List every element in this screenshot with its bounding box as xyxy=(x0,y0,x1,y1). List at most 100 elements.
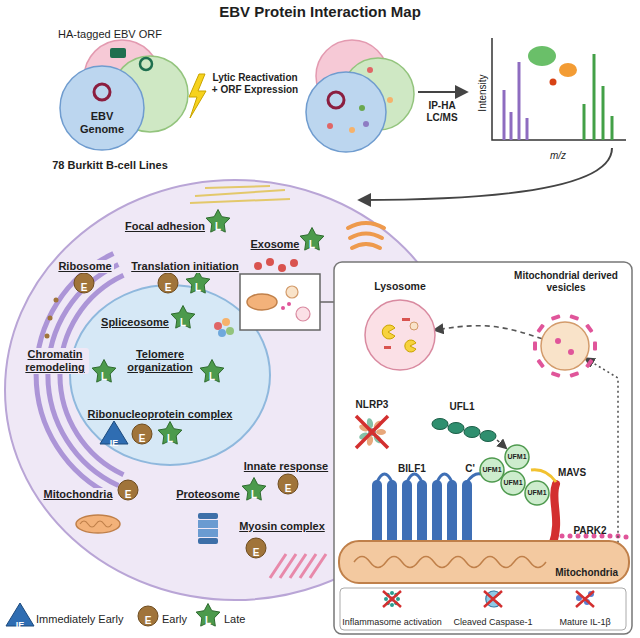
spectrum-peak xyxy=(593,54,596,140)
flow-arrow xyxy=(360,148,612,200)
label-slot: L xyxy=(90,366,118,384)
node-outline xyxy=(365,300,435,370)
tm-helix xyxy=(402,480,412,546)
organelle-heading: Lysosome xyxy=(374,280,426,293)
phase-letter: L xyxy=(167,433,173,445)
ufl1-domain xyxy=(432,419,448,430)
annotation-label: Lytic Reactivation + ORF Expression xyxy=(210,72,300,96)
modifier-label: UFM1 xyxy=(503,479,522,487)
modifier-circle: UFM1 xyxy=(480,458,504,482)
organelle-body: Mitochondria xyxy=(338,540,630,584)
cargo-vesicle xyxy=(410,322,418,330)
outcome-label: Inflammasome activation xyxy=(342,617,442,628)
label-slot: IP-HA LC/MS xyxy=(417,100,467,125)
ufl1-domain xyxy=(480,431,496,442)
phase-letter: E xyxy=(145,615,152,627)
label-slot: IE xyxy=(6,614,34,632)
phase-badge xyxy=(242,478,266,501)
label-slot: Lytic Reactivation + ORF Expression xyxy=(210,72,300,97)
phase-letter: L xyxy=(251,489,257,501)
genome-loop xyxy=(94,84,110,100)
label-slot: E xyxy=(70,277,98,295)
category-label: Ribosome xyxy=(56,260,113,273)
phase-letter: L xyxy=(195,282,201,294)
category-label: Myosin complex xyxy=(237,520,327,533)
protein-label: UFL1 xyxy=(450,401,475,413)
mavs-card xyxy=(531,470,556,482)
connector xyxy=(586,358,618,542)
transfer-arrow xyxy=(497,440,506,448)
modifier-circle: UFM1 xyxy=(505,445,529,469)
process-arrow xyxy=(418,91,466,93)
protein-dot xyxy=(363,121,369,127)
late-star xyxy=(186,271,210,294)
modifier-label: UFM1 xyxy=(527,489,546,497)
terminus-label: C' xyxy=(465,463,475,475)
vesicle-cargo xyxy=(569,371,579,378)
label-slot: NLRP3 xyxy=(342,394,402,412)
ribosome-dot xyxy=(48,316,53,321)
modifier-circle: UFM1 xyxy=(501,471,525,495)
exosome-dot xyxy=(266,258,274,266)
exosome-dot xyxy=(278,264,286,272)
prey-protein xyxy=(559,63,577,77)
label-slot: Exosome xyxy=(235,234,315,252)
helix-loop xyxy=(377,474,481,482)
phase-letter: IE xyxy=(16,620,25,631)
protein-dot xyxy=(359,105,365,111)
vesicle-cargo xyxy=(551,371,561,378)
spectrum-peak xyxy=(518,62,521,140)
vesicle-dot xyxy=(281,306,285,310)
late-star xyxy=(158,422,182,445)
node-outline xyxy=(480,458,504,482)
legend-text: Early xyxy=(162,613,187,626)
category-label: Proteosome xyxy=(174,488,242,501)
label-slot: L xyxy=(198,366,226,384)
phase-badge xyxy=(118,480,138,500)
connector xyxy=(435,326,543,339)
node-outline xyxy=(505,445,529,469)
inflammasome-icon xyxy=(384,591,400,607)
node-shape xyxy=(60,66,144,150)
label-slot: L xyxy=(240,484,268,502)
vesicle-circle: Mitochondrial derived vesicles xyxy=(510,270,622,380)
mavs-protein xyxy=(552,484,556,546)
block-cross xyxy=(484,591,502,607)
label-slot: Mitochondria xyxy=(33,484,123,502)
phase-badge xyxy=(186,271,210,294)
spliceosome-icon xyxy=(222,318,230,326)
node-outline xyxy=(541,322,589,370)
prey-protein xyxy=(550,79,557,86)
tm-helix xyxy=(432,480,442,546)
label-slot: Spliceosome xyxy=(90,312,180,330)
label-slot: E xyxy=(128,428,156,446)
spectrum-peak xyxy=(526,118,529,140)
tm-helix xyxy=(447,480,457,546)
late-star xyxy=(206,210,230,233)
tm-helix xyxy=(372,480,382,546)
phase-badge xyxy=(158,422,182,445)
orf-plasmid xyxy=(110,48,126,58)
label-slot: Ribonucleoprotein complex xyxy=(75,404,245,422)
phase-letter: E xyxy=(81,282,88,294)
node-shape xyxy=(358,280,442,372)
label-slot: Innate response xyxy=(236,456,336,474)
phase-letter: E xyxy=(285,483,292,495)
label-slot: BILF1 xyxy=(387,458,437,476)
label-slot: E xyxy=(134,610,162,628)
actin-fibers xyxy=(190,186,290,203)
label-slot: E xyxy=(242,542,270,560)
early-circle xyxy=(118,480,138,500)
park2-dot xyxy=(568,534,573,539)
proteasome-icon xyxy=(198,513,218,519)
proteasome-icon xyxy=(198,538,218,544)
protein-label: MAVS xyxy=(558,467,586,479)
legend-entry: Early xyxy=(162,609,187,627)
label-slot: Ribosome xyxy=(50,256,120,274)
zoom-line xyxy=(320,301,334,303)
annotation-label: IP-HA LC/MS xyxy=(417,100,467,124)
phase-letter: L xyxy=(215,221,221,233)
phase-letter: L xyxy=(180,317,186,329)
title-slot: EBV Protein Interaction Map xyxy=(20,3,620,21)
